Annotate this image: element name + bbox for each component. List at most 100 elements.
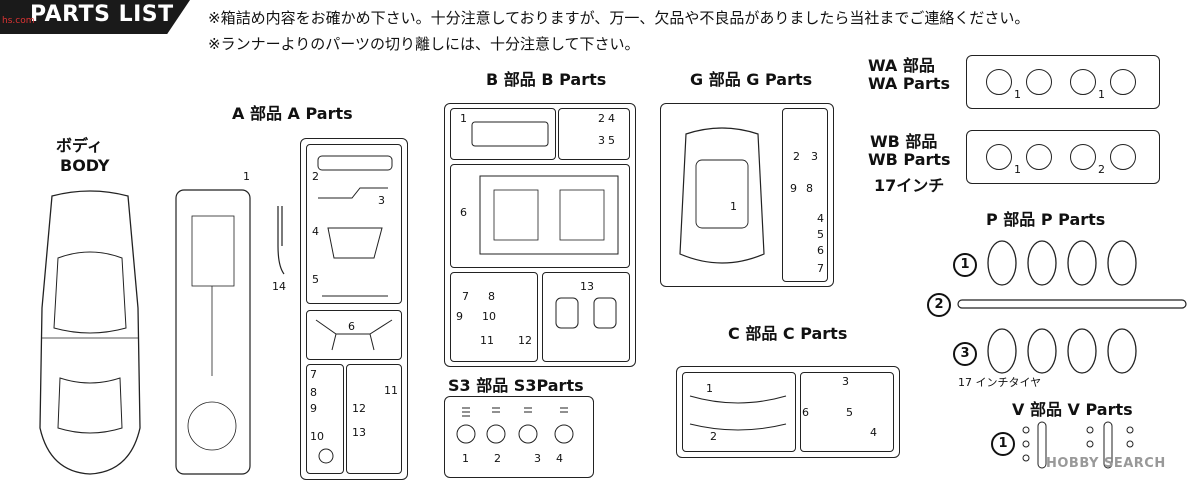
a-parts-cell-top	[306, 144, 402, 304]
g-num-1: 1	[730, 200, 737, 213]
a-num-4: 4	[312, 225, 319, 238]
p-parts-label: P 部品 P Parts	[986, 210, 1106, 229]
c-num-4: 4	[870, 426, 877, 439]
a-parts-cell-mid	[306, 310, 402, 360]
g-num-3: 3	[811, 150, 818, 163]
p-marker-2: 2	[927, 293, 951, 317]
wb-wheel-2	[1026, 144, 1052, 170]
g-num-5: 5	[817, 228, 824, 241]
b-part1-drawing	[471, 121, 549, 147]
g-num-4: 4	[817, 212, 824, 225]
wa-parts-label-en: WA Parts	[868, 74, 951, 93]
a-num-10: 10	[310, 430, 324, 443]
c-parts-cell-left	[682, 372, 796, 452]
wa-num-1b: 1	[1098, 88, 1105, 101]
site-logo: hs.com	[2, 16, 35, 26]
p-tire-note: 17 インチタイヤ	[958, 376, 1042, 389]
a-num-3: 3	[378, 194, 385, 207]
wa-wheel-2	[1026, 69, 1052, 95]
b-parts-cell-1	[450, 108, 556, 160]
b-num-13: 13	[580, 280, 594, 293]
a-num-12: 12	[352, 402, 366, 415]
s3-num-4: 4	[556, 452, 563, 465]
a-num-6: 6	[348, 320, 355, 333]
g-part1-drawing	[679, 127, 765, 264]
b-num-11: 11	[480, 334, 494, 347]
body-label-en: BODY	[60, 156, 110, 175]
b-part13-drawing	[555, 297, 617, 329]
watermark: HOBBY SEARCH	[1046, 456, 1166, 471]
b-part6-drawing	[479, 175, 619, 255]
g-num-7: 7	[817, 262, 824, 275]
wb-wheel-3	[1070, 144, 1096, 170]
b-num-7: 7	[462, 290, 469, 303]
b-num-8: 8	[488, 290, 495, 303]
a-num-9: 9	[310, 402, 317, 415]
c-parts-label: C 部品 C Parts	[728, 324, 848, 343]
a-part10-drawing	[318, 448, 334, 464]
a-num-13: 13	[352, 426, 366, 439]
a-num-7: 7	[310, 368, 317, 381]
b-num-4: 4	[608, 112, 615, 125]
wb-parts-label-en: WB Parts	[868, 150, 951, 169]
s3-num-3: 3	[534, 452, 541, 465]
a-part6-drawing	[315, 319, 393, 351]
wb-num-2: 2	[1098, 163, 1105, 176]
c-num-5: 5	[846, 406, 853, 419]
c-num-1: 1	[706, 382, 713, 395]
b-num-9: 9	[456, 310, 463, 323]
g-num-9: 9	[790, 182, 797, 195]
car-body-drawing	[39, 190, 141, 475]
wb-wheel-1	[986, 144, 1012, 170]
note-line-2: ※ランナーよりのパーツの切り離しには、十分注意して下さい。	[208, 35, 640, 53]
chassis-drawing	[175, 189, 251, 475]
g-num-6: 6	[817, 244, 824, 257]
s3-num-2: 2	[494, 452, 501, 465]
a-num-11: 11	[384, 384, 398, 397]
a-parts-top-drawing	[317, 155, 393, 297]
b-parts-label: B 部品 B Parts	[486, 70, 607, 89]
header-tab	[0, 0, 190, 34]
wb-wheel-4	[1110, 144, 1136, 170]
p-runner-bar	[957, 299, 1187, 309]
p-marker-3: 3	[953, 342, 977, 366]
wb-num-1: 1	[1014, 163, 1021, 176]
wa-parts-label-jp: WA 部品	[868, 56, 935, 75]
p-tires-row-3	[987, 328, 1137, 374]
a-parts-label: A 部品 A Parts	[232, 104, 353, 123]
b-num-2: 2	[598, 112, 605, 125]
b-parts-cell-2	[558, 108, 630, 160]
wa-wheel-1	[986, 69, 1012, 95]
g-num-2: 2	[793, 150, 800, 163]
v-parts-label: V 部品 V Parts	[1012, 400, 1133, 419]
a-num-5: 5	[312, 273, 319, 286]
g-parts-cell-side	[782, 108, 828, 282]
b-num-6: 6	[460, 206, 467, 219]
c-bumpers-drawing	[689, 395, 787, 431]
c-num-3: 3	[842, 375, 849, 388]
page-title: PARTS LIST	[30, 2, 174, 27]
c-num-6: 6	[802, 406, 809, 419]
p-tires-row-1	[987, 240, 1137, 286]
b-parts-cell-5	[542, 272, 630, 362]
s3-shocks-drawing	[456, 407, 574, 444]
wb-parts-label-jp: WB 部品	[870, 132, 938, 151]
wb-parts-size: 17インチ	[874, 176, 945, 195]
c-num-2: 2	[710, 430, 717, 443]
note-line-1: ※箱詰め内容をお確かめ下さい。十分注意しておりますが、万一、欠品や不良品がありま…	[208, 9, 1030, 27]
a-part14-drawing	[277, 206, 285, 275]
body-label-jp: ボディ	[56, 136, 103, 155]
b-num-5: 5	[608, 134, 615, 147]
a-parts-cell-left	[306, 364, 344, 474]
b-num-10: 10	[482, 310, 496, 323]
wa-num-1a: 1	[1014, 88, 1021, 101]
v-marker-1: 1	[991, 432, 1015, 456]
wa-wheel-4	[1110, 69, 1136, 95]
b-num-12: 12	[518, 334, 532, 347]
p-marker-1: 1	[953, 253, 977, 277]
a-parts-cell-right	[346, 364, 402, 474]
b-num-1: 1	[460, 112, 467, 125]
c-parts-cell-right	[800, 372, 894, 452]
a-chassis-num: 1	[243, 170, 250, 183]
wa-wheel-3	[1070, 69, 1096, 95]
